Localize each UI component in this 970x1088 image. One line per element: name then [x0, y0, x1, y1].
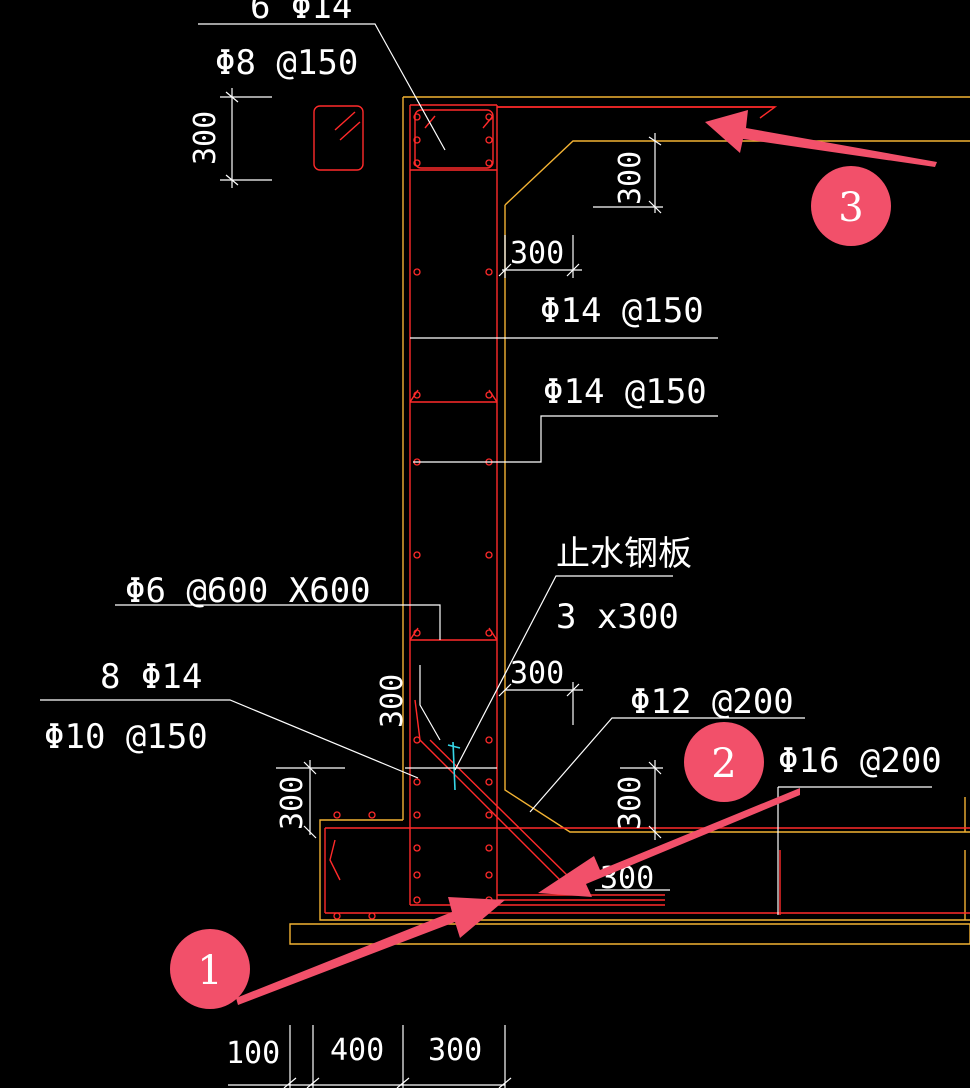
label-dim-300-wall-v: 300: [375, 674, 410, 728]
annotation-lines: [40, 23, 932, 1088]
label-slab-bar-2: Φ16 @200: [778, 741, 942, 781]
arrow-1: [236, 897, 505, 1005]
label-wall-bar-1: Φ14 @150: [540, 291, 704, 331]
callout-arrows: [236, 110, 937, 1005]
marker-2-number: 2: [711, 741, 736, 787]
label-dim-300-haunch-h: 300: [510, 236, 564, 271]
text-labels: 6 Φ14 Φ8 @150 300 300 300 Φ14 @150 Φ14 @…: [44, 0, 942, 1071]
arrow-2: [538, 788, 800, 897]
label-tie-bars: Φ6 @600 X600: [125, 571, 371, 611]
label-dim-300-mid: 300: [510, 656, 564, 691]
label-dim-300-haunch-v: 300: [613, 151, 648, 205]
label-bottom-bars: 8 Φ14: [100, 657, 202, 697]
label-slab-bar-1: Φ12 @200: [630, 682, 794, 722]
label-waterstop-title: 止水钢板: [556, 534, 692, 574]
label-dim-bottom-400: 400: [330, 1033, 384, 1068]
marker-3-number: 3: [838, 185, 863, 231]
marker-2: 2: [684, 722, 764, 802]
marker-3: 3: [811, 166, 891, 246]
label-dim-300-base-right: 300: [613, 776, 648, 830]
label-waterstop-size: 3 x300: [556, 597, 679, 637]
waterstop-plate: [447, 741, 461, 791]
label-dim-300-column: 300: [188, 111, 223, 165]
concrete-outline: [289, 96, 970, 945]
rebar-dots: [333, 113, 493, 920]
marker-1-number: 1: [197, 948, 222, 994]
label-bottom-stirrup: Φ10 @150: [44, 717, 208, 757]
label-top-stirrup: Φ8 @150: [215, 43, 358, 83]
label-dim-bottom-300: 300: [428, 1033, 482, 1068]
label-top-bars: 6 Φ14: [250, 0, 352, 27]
label-wall-bar-2: Φ14 @150: [543, 372, 707, 412]
label-dim-300-base-left: 300: [275, 776, 310, 830]
arrow-3: [705, 110, 937, 167]
marker-1: 1: [170, 929, 250, 1009]
label-dim-bottom-100: 100: [226, 1036, 280, 1071]
